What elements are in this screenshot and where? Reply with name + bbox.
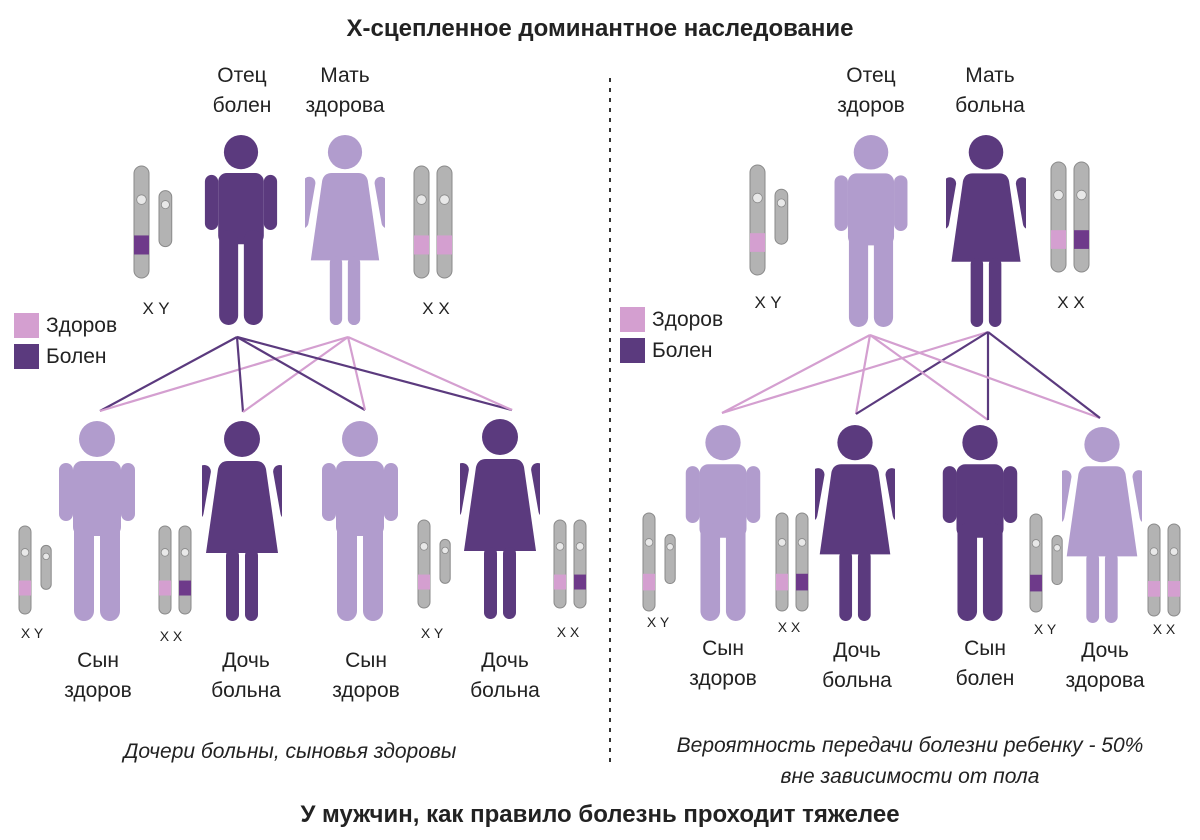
legend-sick-swatch [620, 338, 645, 363]
inheritance-line [346, 336, 367, 411]
chromosome-label: X X [159, 628, 183, 644]
child-label-daughter: Дочь больна [470, 649, 540, 702]
inheritance-line [721, 334, 871, 414]
chromosome-icon [133, 165, 150, 279]
chromosome-icon [795, 512, 809, 612]
mother-label: Мать здорова [305, 64, 385, 117]
inheritance-line [236, 335, 513, 412]
chromosome-label: X Y [1033, 621, 1057, 637]
chromosome-label: X Y [20, 625, 44, 641]
chromosome-label: X Y [754, 293, 782, 312]
chromosome-icon [1147, 523, 1161, 617]
male-figure-icon [942, 425, 1018, 621]
male-figure-icon [834, 135, 908, 327]
mother-label: Мать больна [955, 64, 1025, 117]
father-label: Отец здоров [837, 64, 905, 117]
page-title: Х-сцепленное доминантное наследование [346, 15, 854, 42]
inheritance-line [869, 334, 989, 421]
chromosome-icon [1050, 161, 1067, 273]
chromosome-icon [439, 538, 451, 584]
inheritance-line [99, 335, 349, 413]
inheritance-line [235, 336, 245, 413]
chromosome-label: X Y [420, 625, 444, 641]
chromosome-label: X Y [142, 299, 170, 318]
child-label-daughter: Дочь здорова [1065, 639, 1145, 692]
chromosome-icon [774, 188, 789, 245]
father-label: Отец болен [212, 64, 272, 117]
chromosome-label: X X [1057, 293, 1085, 312]
inheritance-lines [99, 330, 1101, 421]
chromosome-label: X X [777, 619, 801, 635]
footer-note: У мужчин, как правило болезнь проходит т… [300, 801, 900, 828]
chromosome-label: X X [1152, 621, 1176, 637]
caption-left: Дочери больны, сыновья здоровы [123, 740, 457, 763]
chromosome-icon [1073, 161, 1090, 273]
chromosome-icon [40, 544, 52, 590]
male-figure-icon [204, 135, 278, 325]
chromosome-icon [18, 525, 32, 615]
chromosome-label: X Y [646, 614, 670, 630]
chromosome-label: X X [422, 299, 450, 318]
chromosome-icon [1051, 535, 1063, 586]
chromosome-icon [1167, 523, 1181, 617]
chromosome-icon [178, 525, 192, 615]
legend-healthy-label: Здоров [46, 314, 118, 337]
inheritance-line [347, 335, 513, 412]
chromosome-icon [417, 519, 431, 609]
child-label-son: Сын болен [955, 637, 1015, 690]
chromosome-icon [749, 164, 766, 276]
male-figure-icon [685, 425, 761, 621]
caption-right: Вероятность передачи болезни ребенку - 5… [676, 734, 1144, 788]
child-label-son: Сын здоров [332, 649, 400, 702]
chromosome-icon [553, 519, 567, 609]
inheritance-line [99, 336, 238, 412]
child-label-daughter: Дочь больна [211, 649, 281, 702]
female-figure-icon [202, 421, 282, 621]
legend-sick-label: Болен [652, 339, 713, 362]
inheritance-line [854, 334, 872, 415]
male-figure-icon [322, 421, 398, 621]
legend-healthy-swatch [14, 313, 39, 338]
female-figure-icon [305, 135, 385, 325]
legend-sick-label: Болен [46, 345, 107, 368]
inheritance-line [869, 333, 1101, 420]
chromosome-icon [642, 512, 656, 612]
legend-healthy-label: Здоров [652, 308, 724, 331]
inheritance-line [242, 336, 349, 413]
child-label-son: Сын здоров [689, 637, 757, 690]
chromosomes [18, 161, 1181, 617]
male-figure-icon [59, 421, 135, 621]
female-figure-icon [1062, 427, 1142, 623]
chromosome-label: X X [556, 624, 580, 640]
legend-sick-swatch [14, 344, 39, 369]
inheritance-line [987, 331, 1101, 419]
inheritance-line [721, 330, 989, 415]
chromosome-icon [573, 519, 587, 609]
chromosome-icon [436, 165, 453, 279]
female-figure-icon [815, 425, 895, 621]
chromosome-icon [413, 165, 430, 279]
chromosome-icon [158, 525, 172, 615]
female-figure-icon [460, 419, 540, 619]
chromosome-icon [1029, 513, 1043, 613]
legend-healthy-swatch [620, 307, 645, 332]
inheritance-line [236, 336, 366, 411]
child-label-son: Сын здоров [64, 649, 132, 702]
child-label-daughter: Дочь больна [822, 639, 892, 692]
chromosome-icon [775, 512, 789, 612]
female-figure-icon [946, 135, 1026, 327]
chromosome-icon [158, 190, 173, 248]
chromosome-icon [664, 534, 676, 585]
